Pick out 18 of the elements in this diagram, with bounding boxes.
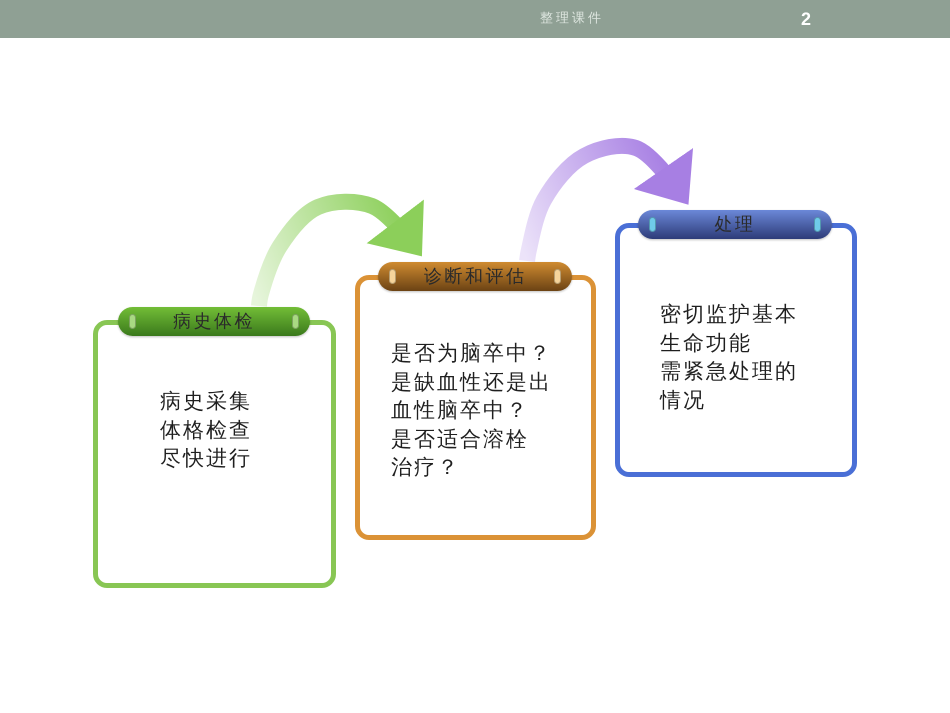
header-title: 整理课件 bbox=[540, 11, 604, 27]
card-text: 是缺血性还是出血性脑卒中？ bbox=[391, 368, 553, 424]
card-heading: 诊断和评估 bbox=[424, 265, 526, 289]
process-card bbox=[615, 210, 857, 477]
card-text: 需紧急处理的情况 bbox=[660, 358, 799, 414]
card-text: 病史采集 bbox=[160, 388, 252, 415]
curved-arrow bbox=[519, 138, 693, 262]
page-number: 2 bbox=[801, 9, 812, 29]
card-text: 密切监护基本生命功能 bbox=[660, 301, 799, 356]
card-text: 是否适合溶栓治疗？ bbox=[391, 426, 530, 481]
card-text: 是否为脑卒中？ bbox=[391, 340, 552, 367]
process-card bbox=[93, 307, 336, 588]
curved-arrow bbox=[251, 194, 424, 307]
card-heading: 病史体检 bbox=[173, 310, 255, 334]
process-card bbox=[355, 262, 596, 540]
card-text: 体格检查 bbox=[160, 416, 252, 444]
card-heading: 处理 bbox=[714, 213, 756, 237]
card-text: 尽快进行 bbox=[160, 445, 252, 472]
